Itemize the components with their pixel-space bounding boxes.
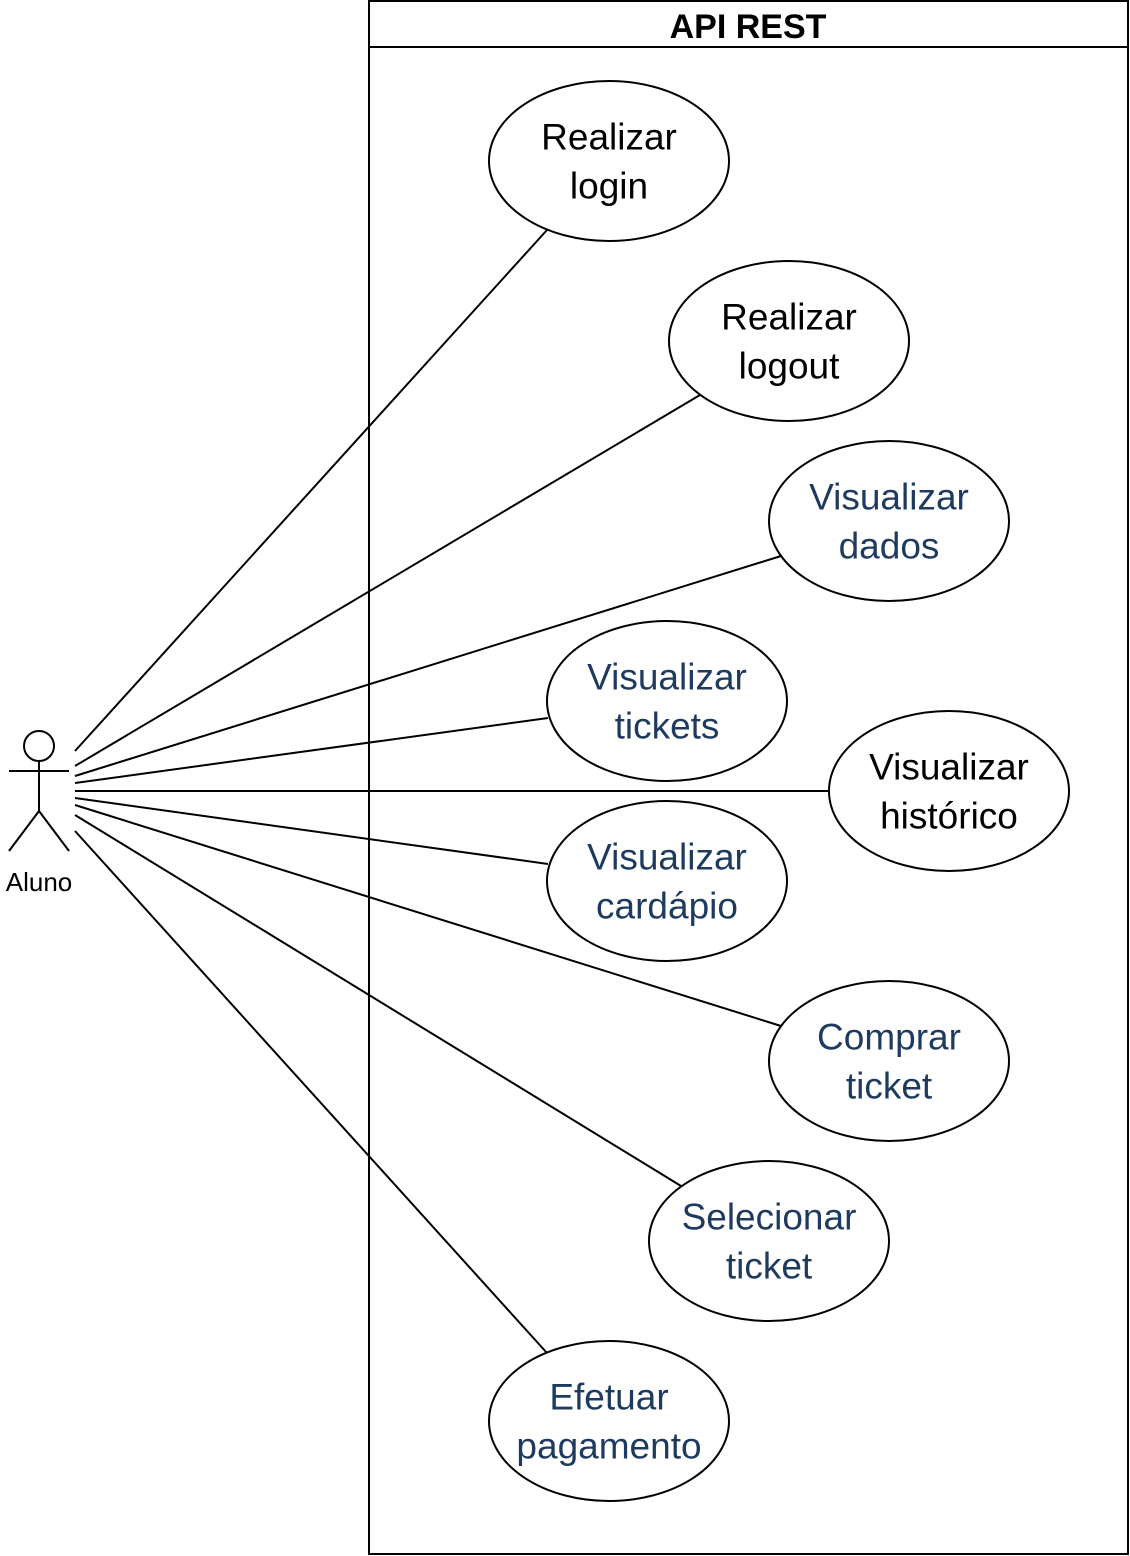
- actor-left-leg: [8, 810, 40, 852]
- use-case-label: Visualizar: [587, 837, 747, 878]
- use-case-ellipse: [546, 800, 788, 962]
- use-case-ellipse: [546, 620, 788, 782]
- associations: [74, 229, 829, 1354]
- association-visualizar-cardapio: [74, 797, 549, 865]
- use-case-label: Comprar: [817, 1017, 961, 1058]
- use-case-label: histórico: [880, 796, 1018, 837]
- association-comprar-ticket: [74, 804, 782, 1027]
- use-case-comprar-ticket[interactable]: Comprar ticket: [768, 980, 1010, 1142]
- use-case-ellipse: [488, 1340, 730, 1502]
- use-case-ellipse: [768, 980, 1010, 1142]
- association-realizar-login: [74, 229, 548, 752]
- use-case-label: Efetuar: [549, 1377, 668, 1418]
- use-case-label: logout: [739, 346, 841, 387]
- use-cases: RealizarloginRealizarlogoutVisualizardad…: [488, 80, 1070, 1502]
- use-case-label: tickets: [615, 706, 720, 747]
- association-selecionar-ticket: [74, 814, 682, 1187]
- use-case-ellipse: [668, 260, 910, 422]
- use-case-label: ticket: [726, 1246, 813, 1287]
- use-case-ellipse: [768, 440, 1010, 602]
- use-case-label: pagamento: [516, 1426, 701, 1467]
- actor-right-leg: [38, 810, 70, 852]
- use-case-label: Realizar: [721, 297, 857, 338]
- use-case-ellipse: [648, 1160, 890, 1322]
- association-visualizar-dados: [74, 555, 782, 777]
- use-case-efetuar-pagamento[interactable]: Efetuar pagamento: [488, 1340, 730, 1502]
- use-case-realizar-login[interactable]: Realizar login: [488, 80, 730, 242]
- association-efetuar-pagamento: [74, 830, 548, 1354]
- use-case-label: dados: [839, 526, 940, 567]
- actor-label: Aluno: [6, 867, 73, 897]
- actor-aluno[interactable]: Aluno: [6, 730, 73, 897]
- actor-head: [23, 730, 55, 762]
- use-case-label: Visualizar: [809, 477, 969, 518]
- system-title: API REST: [670, 8, 827, 46]
- association-visualizar-tickets: [74, 717, 549, 784]
- use-case-label: login: [570, 166, 648, 207]
- use-case-label: Selecionar: [682, 1197, 857, 1238]
- use-case-label: Realizar: [541, 117, 677, 158]
- use-case-ellipse: [488, 80, 730, 242]
- use-case-visualizar-tickets[interactable]: Visualizar tickets: [546, 620, 788, 782]
- use-case-ellipse: [828, 710, 1070, 872]
- use-case-realizar-logout[interactable]: Realizar logout: [668, 260, 910, 422]
- use-case-visualizar-dados[interactable]: Visualizar dados: [768, 440, 1010, 602]
- use-case-label: cardápio: [596, 886, 738, 927]
- use-case-label: Visualizar: [587, 657, 747, 698]
- use-case-label: ticket: [846, 1066, 933, 1107]
- use-case-visualizar-cardapio[interactable]: Visualizar cardápio: [546, 800, 788, 962]
- use-case-label: Visualizar: [869, 747, 1029, 788]
- use-case-visualizar-historico[interactable]: Visualizar histórico: [828, 710, 1070, 872]
- association-realizar-logout: [74, 394, 701, 767]
- use-case-selecionar-ticket[interactable]: Selecionar ticket: [648, 1160, 890, 1322]
